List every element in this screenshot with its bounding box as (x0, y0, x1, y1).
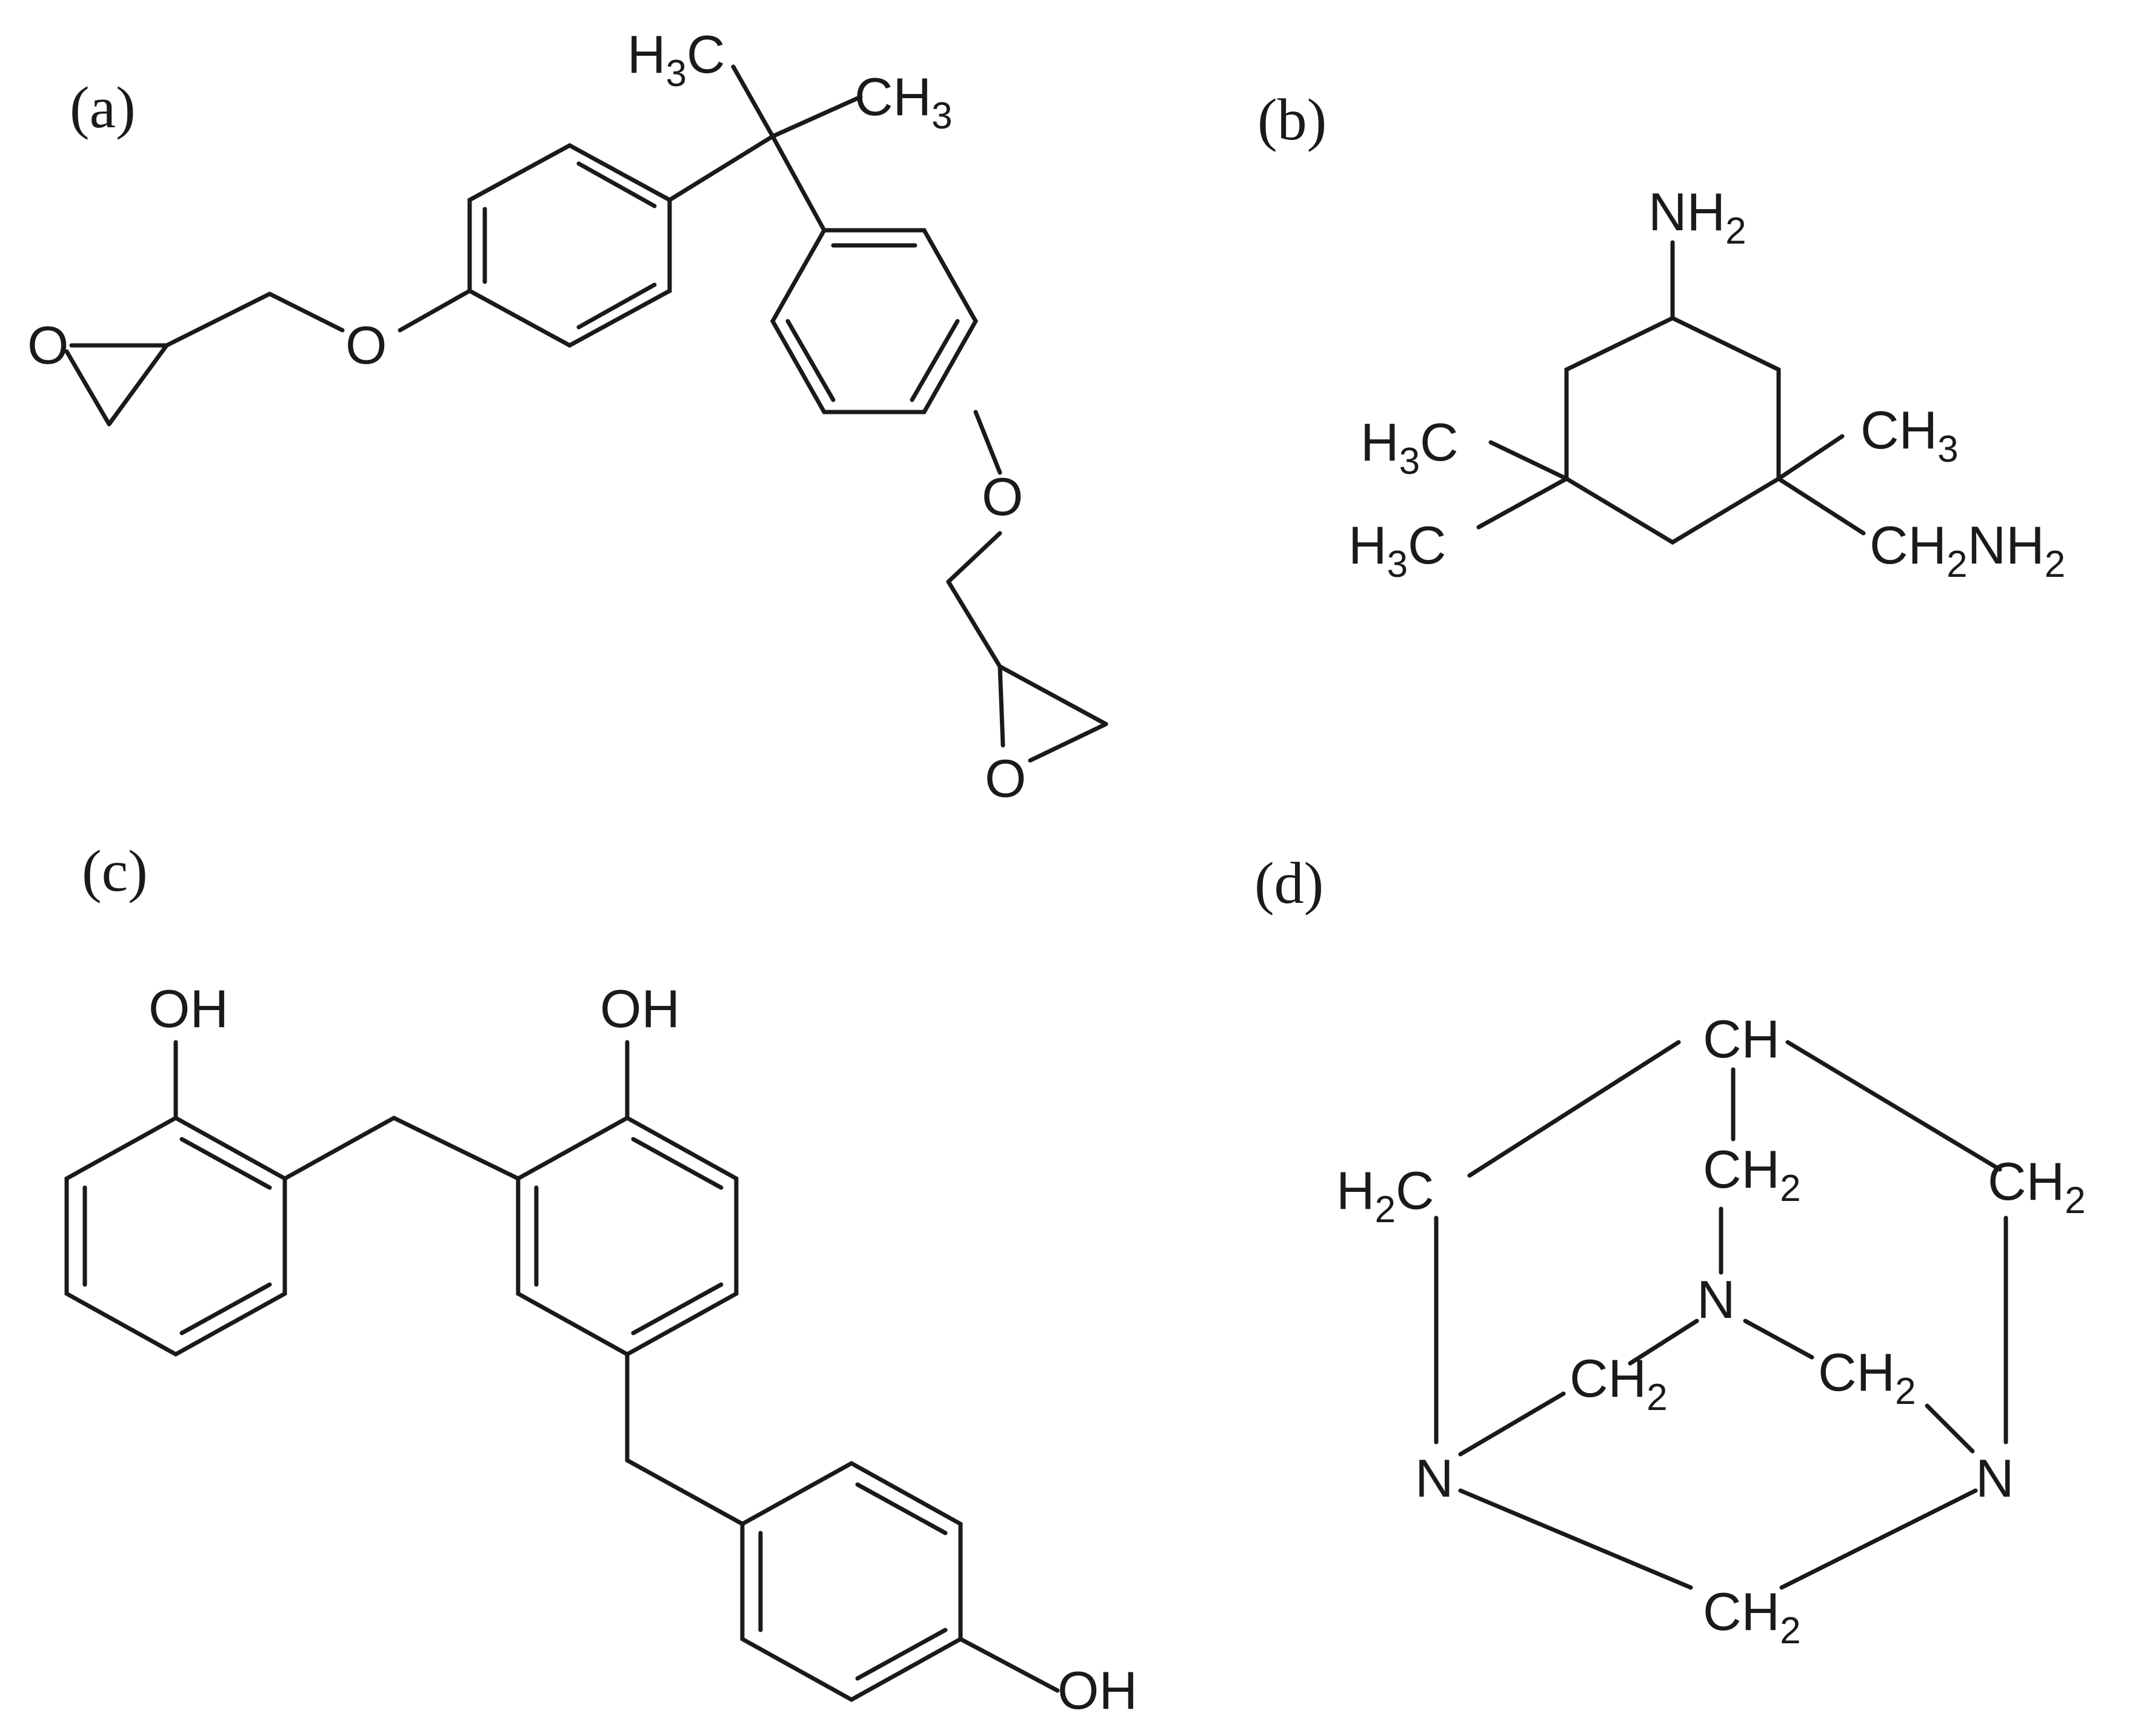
atom-o-ether-right: O (982, 467, 1023, 527)
panel-a-structure: (a) O O H3C CH3 O O (27, 24, 1108, 808)
bond (1458, 1391, 1566, 1457)
bond (1779, 1488, 1978, 1590)
atom-o-epoxide-left: O (27, 315, 68, 375)
bond-double (855, 1628, 948, 1681)
bond (770, 134, 827, 233)
bond (267, 291, 345, 333)
group-h3c-lower: H3C (1348, 515, 1447, 585)
panel-c-structure: (c) OH OH OH (64, 839, 1137, 1720)
bond (1458, 1488, 1693, 1590)
bond-double (855, 1482, 948, 1535)
group-ch2-inner-right: CH2 (1818, 1342, 1916, 1412)
atom-oh-middle: OH (600, 979, 680, 1039)
atom-o-ether-left: O (345, 315, 387, 375)
group-ch3-right: CH3 (1860, 400, 1959, 470)
bond-double (576, 282, 657, 330)
group-h2c-left: H2C (1336, 1160, 1434, 1231)
bond (946, 531, 1002, 584)
group-nh2-top: NH2 (1648, 182, 1746, 252)
bond (1776, 476, 1866, 536)
bond (1628, 1319, 1699, 1366)
bond-double (910, 319, 960, 402)
atom-oh-bottom: OH (1057, 1660, 1137, 1720)
bond-double (785, 319, 836, 402)
bond (1743, 1319, 1814, 1360)
bond (997, 664, 1005, 748)
bond (946, 579, 1002, 669)
bond (1028, 722, 1108, 763)
group-ch2-right: CH2 (1988, 1151, 2086, 1222)
bond (770, 95, 863, 139)
bond (1467, 1040, 1681, 1178)
benzene-ring-left (64, 1115, 287, 1357)
atom-o-epoxide-right: O (985, 748, 1026, 808)
bond (282, 1116, 396, 1181)
panel-d-label: (d) (1254, 851, 1324, 916)
panel-b-structure: (b) NH2 H3C H3C CH3 CH2NH2 (1257, 87, 2065, 585)
bond (398, 288, 472, 333)
panel-d-structure: (d) CH H2C CH2 CH2 N CH2 CH2 N N CH2 (1254, 851, 2086, 1652)
panel-c-label: (c) (82, 839, 148, 904)
group-ch2nh2: CH2NH2 (1870, 515, 2065, 585)
panel-b-label: (b) (1257, 87, 1327, 153)
bond (391, 1116, 521, 1181)
bond-double (179, 1137, 272, 1190)
bond (997, 664, 1108, 727)
bond-double (576, 161, 657, 208)
bond-double (631, 1137, 724, 1190)
benzene-ring-bottom (740, 1460, 963, 1703)
bond (1776, 434, 1845, 481)
group-ch2-inner-left: CH2 (1570, 1348, 1668, 1418)
bond (64, 349, 112, 427)
bond (1925, 1403, 1975, 1454)
bond (164, 291, 272, 348)
bond (958, 1637, 1060, 1693)
bond-double (179, 1282, 272, 1335)
bond (1785, 1040, 2002, 1172)
panel-a-label: (a) (70, 75, 136, 141)
group-h3c-top: H3C (627, 24, 725, 95)
atom-n-center: N (1697, 1269, 1736, 1329)
benzene-ring-left (467, 143, 672, 348)
bond (667, 134, 775, 202)
atom-n-right: N (1976, 1448, 2014, 1508)
bond (107, 343, 169, 427)
bond (731, 64, 775, 139)
bond (625, 1458, 745, 1526)
atom-oh-left: OH (148, 979, 228, 1039)
bond (1488, 440, 1569, 481)
group-ch3-top: CH3 (854, 67, 953, 137)
atom-ch-top: CH (1703, 1009, 1780, 1069)
bond (1476, 476, 1569, 530)
atom-n-left: N (1415, 1448, 1454, 1508)
group-h3c-upper: H3C (1360, 412, 1459, 482)
benzene-ring-middle (516, 1115, 739, 1357)
benzene-ring-right (770, 228, 979, 414)
group-ch2-bottom: CH2 (1703, 1581, 1801, 1652)
bond-double (631, 1282, 724, 1335)
group-ch2-center-upper: CH2 (1703, 1139, 1801, 1209)
bond (973, 410, 1002, 475)
cyclohexane-ring (1564, 316, 1781, 545)
